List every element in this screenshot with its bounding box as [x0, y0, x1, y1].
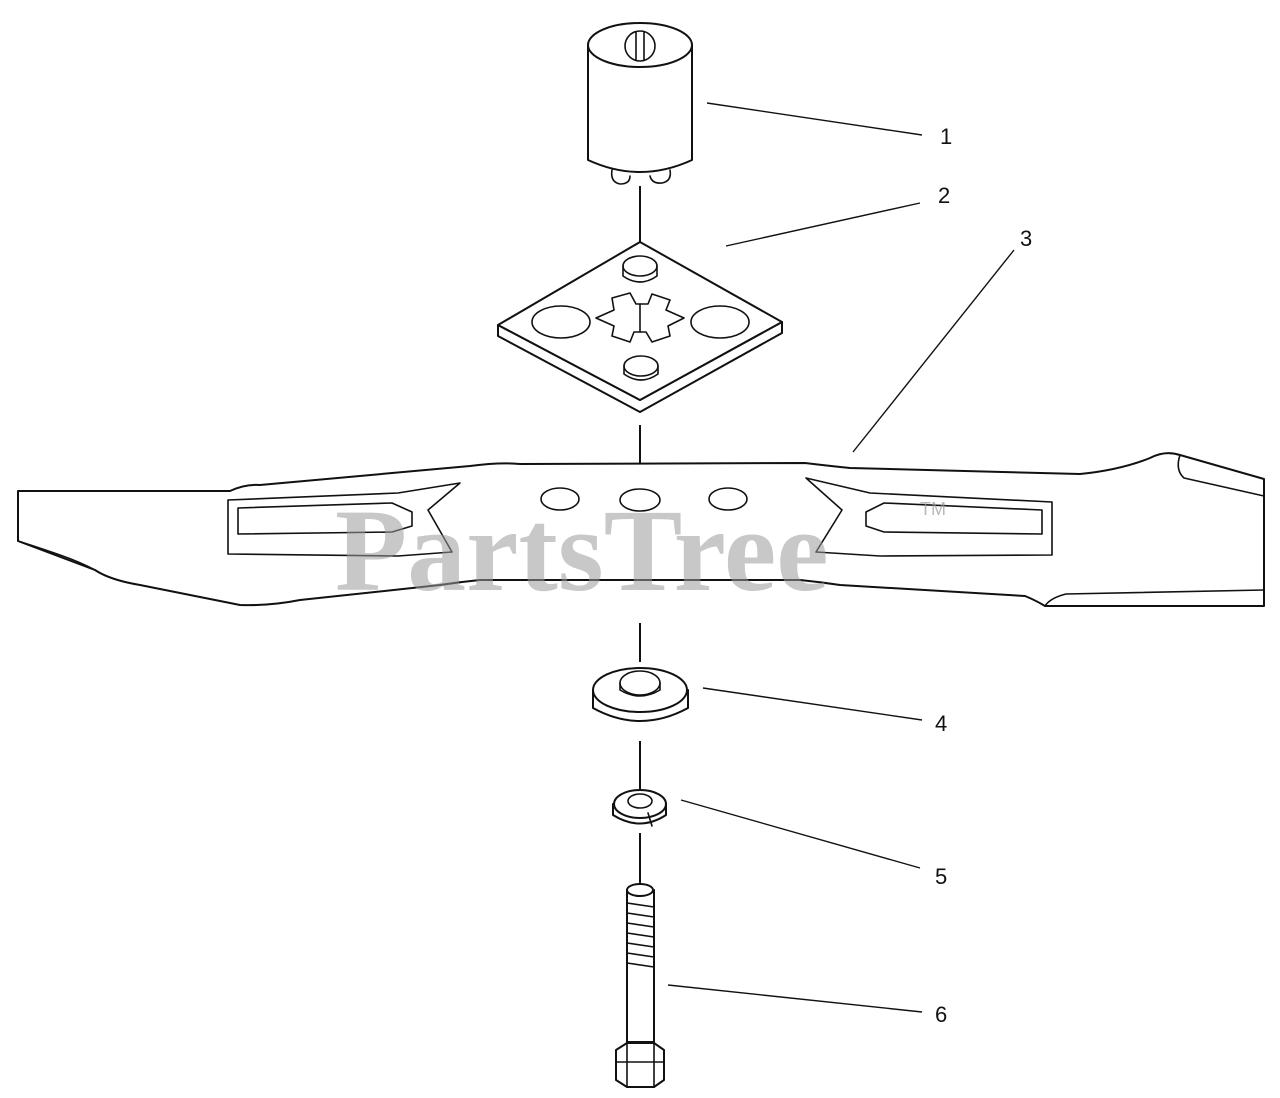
- watermark-trademark: TM: [920, 499, 946, 519]
- callout-6: 6: [935, 1002, 947, 1027]
- leader-1: [706, 102, 923, 136]
- parts-tree-watermark: PartsTree TM: [335, 485, 946, 616]
- callout-2: 2: [938, 183, 950, 208]
- leader-4: [702, 687, 923, 721]
- leader-6: [667, 984, 923, 1013]
- callout-3: 3: [1020, 226, 1032, 251]
- callout-5: 5: [935, 864, 947, 889]
- callout-1: 1: [940, 124, 952, 149]
- part-washer-lock: [612, 789, 667, 827]
- leader-lines: [667, 102, 1015, 1013]
- leader-3: [852, 249, 1015, 453]
- leader-5: [680, 799, 921, 869]
- part-bolt: [615, 883, 665, 1088]
- leader-2: [725, 202, 921, 247]
- callout-numbers: 1 2 3 4 5 6: [935, 124, 1032, 1027]
- callout-4: 4: [935, 711, 947, 736]
- watermark-text: PartsTree: [335, 485, 829, 616]
- part-blade: [17, 452, 1265, 607]
- part-adapter: [587, 22, 693, 185]
- part-washer-flat: [592, 667, 689, 722]
- part-blade-plate: [497, 241, 783, 413]
